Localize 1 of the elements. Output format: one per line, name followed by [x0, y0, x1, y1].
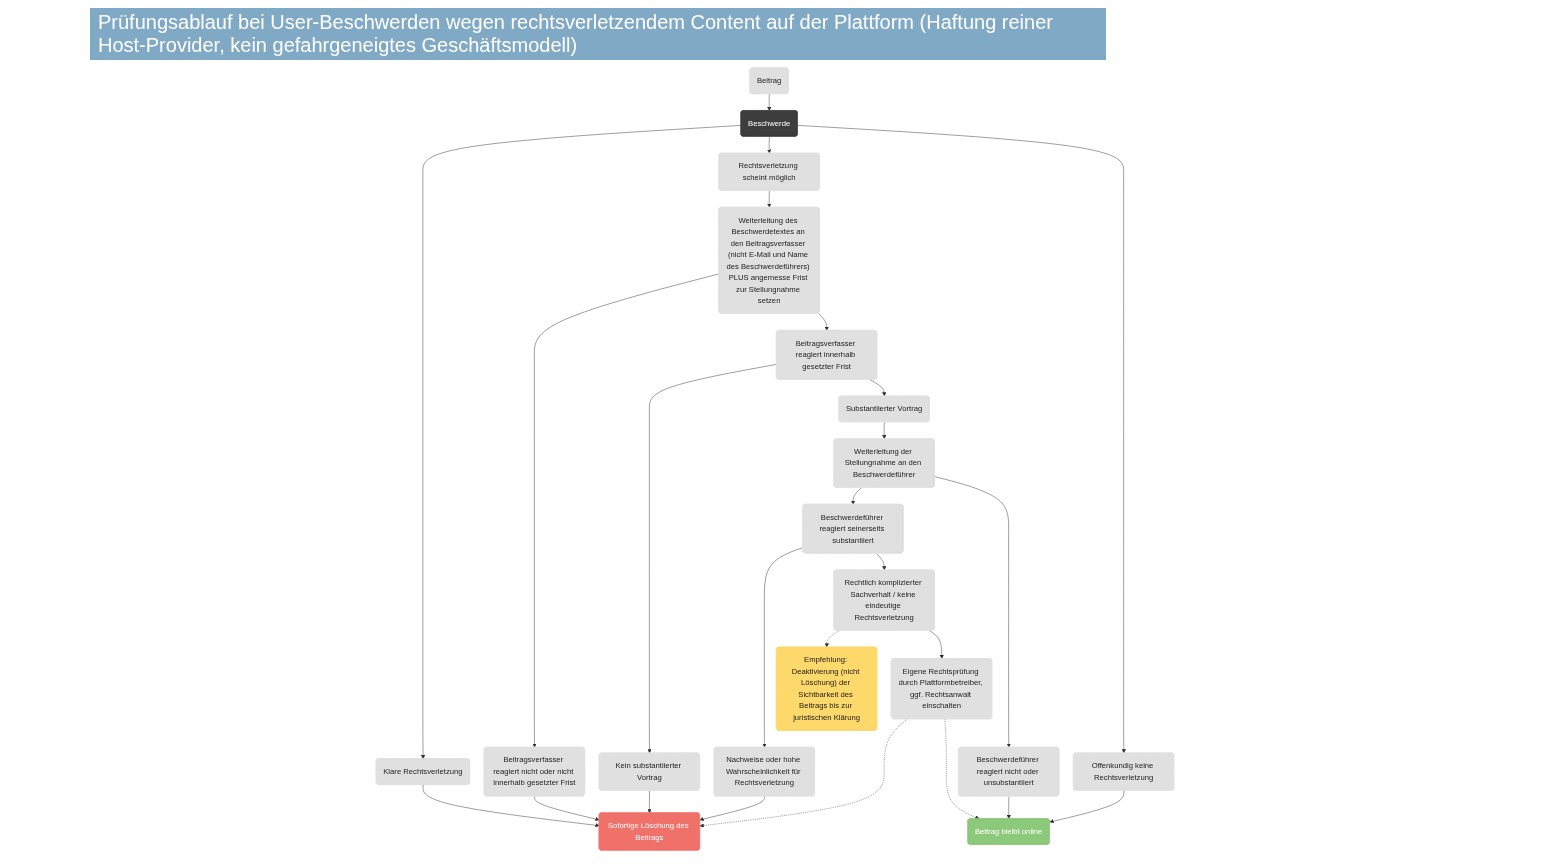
- diagram-title: Prüfungsablauf bei User-Beschwerden wegen rechtsverletzendem Content auf der Plattform (Haftung reiner Host-Provider, kein gefahrgeneigtes Geschäftsmodell): [90, 8, 1106, 60]
